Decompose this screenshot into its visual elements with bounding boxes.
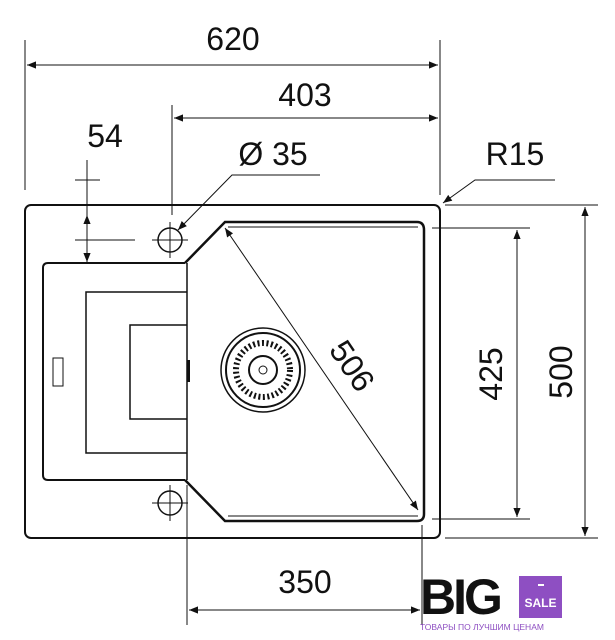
dim-425: 425 — [473, 347, 509, 400]
dim-hole-diameter: Ø 35 — [238, 136, 307, 172]
tap-hole-top — [152, 222, 188, 258]
dim-500: 500 — [543, 345, 579, 398]
logo-brand: BIG — [420, 569, 503, 625]
drainer-inner-2 — [129, 324, 187, 420]
overflow-slot — [52, 357, 64, 387]
dim-506: 506 — [322, 334, 382, 398]
dim-620: 620 — [206, 21, 259, 57]
drainer-tray — [42, 262, 185, 481]
dim-r15: R15 — [486, 136, 545, 172]
drainer-inner — [85, 291, 187, 454]
dim-54: 54 — [87, 118, 123, 154]
big-sale-logo: BIG SALE ТОВАРЫ ПО ЛУЧШИМ ЦЕНАМ — [420, 569, 570, 634]
drain-icon — [220, 327, 306, 413]
logo-sale-badge: SALE — [519, 576, 562, 618]
dim-350: 350 — [278, 564, 331, 600]
dim-403: 403 — [278, 77, 331, 113]
tap-hole-bottom — [152, 485, 188, 521]
bowl — [184, 220, 426, 523]
sink-outline — [24, 204, 441, 539]
logo-tagline: ТОВАРЫ ПО ЛУЧШИМ ЦЕНАМ — [420, 622, 544, 632]
